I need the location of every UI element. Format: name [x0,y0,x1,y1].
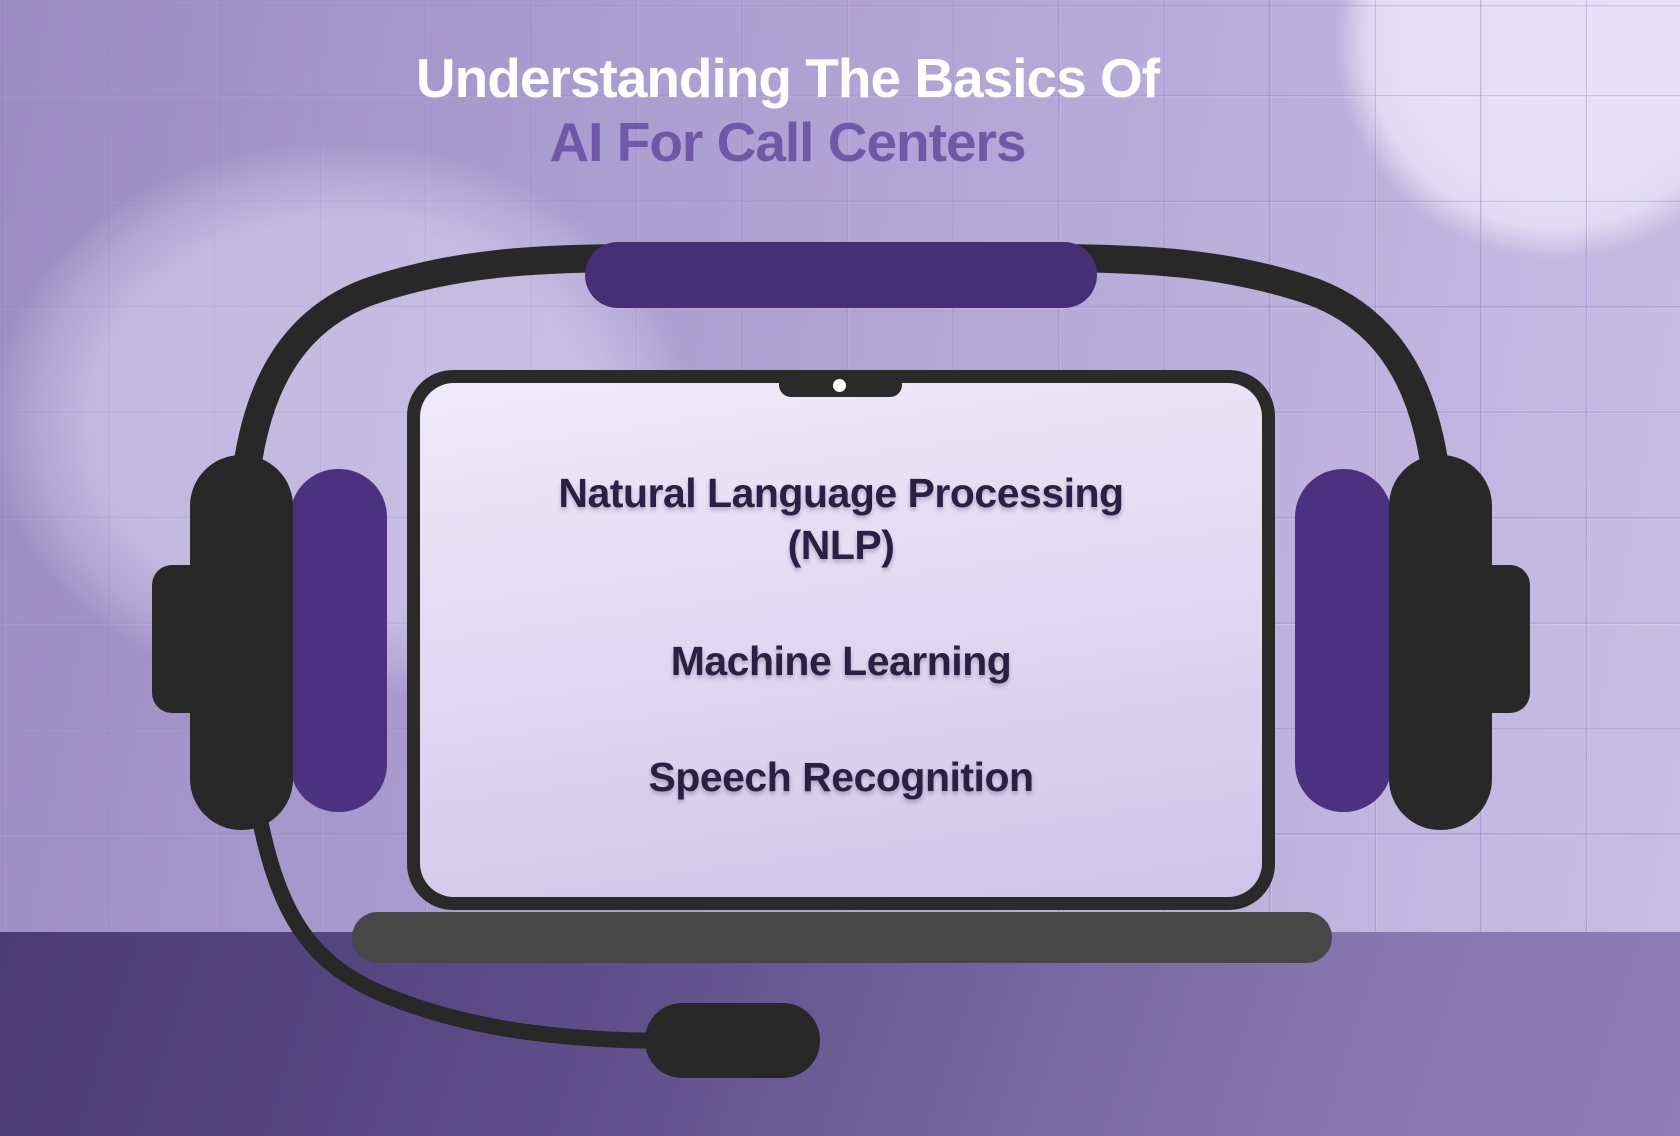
page-title-line-2: AI For Call Centers [549,111,1026,174]
screen-item-machine-learning: Machine Learning [671,635,1012,687]
screen-item-nlp-label: Natural Language Processing [558,470,1124,516]
ear-pad-right [1295,469,1392,812]
microphone-icon [645,1003,820,1078]
screen-item-nlp-sub: (NLP) [787,522,895,569]
screen-item-machine-learning-label: Machine Learning [670,638,1012,685]
laptop-screen-frame: Natural Language Processing (NLP) Machin… [407,370,1275,910]
mic-boom [250,808,691,1050]
page-title: Understanding The Basics Of AI For Call … [0,46,1575,175]
headband-cushion [585,242,1097,308]
screen-content: Natural Language Processing (NLP) Machin… [420,383,1262,897]
laptop-base [352,912,1332,963]
ear-pad-left [290,469,387,812]
screen-item-speech-recognition-label: Speech Recognition [648,754,1034,801]
screen-item-speech-recognition: Speech Recognition [648,751,1034,803]
camera-dot-icon [833,379,846,392]
screen-item-nlp: Natural Language Processing (NLP) [558,467,1124,571]
page-title-line-1: Understanding The Basics Of [415,47,1160,109]
laptop-screen: Natural Language Processing (NLP) Machin… [420,379,1262,897]
background-floor [0,932,1680,1136]
ear-cup-left [190,455,293,830]
ear-cup-right [1389,455,1492,830]
